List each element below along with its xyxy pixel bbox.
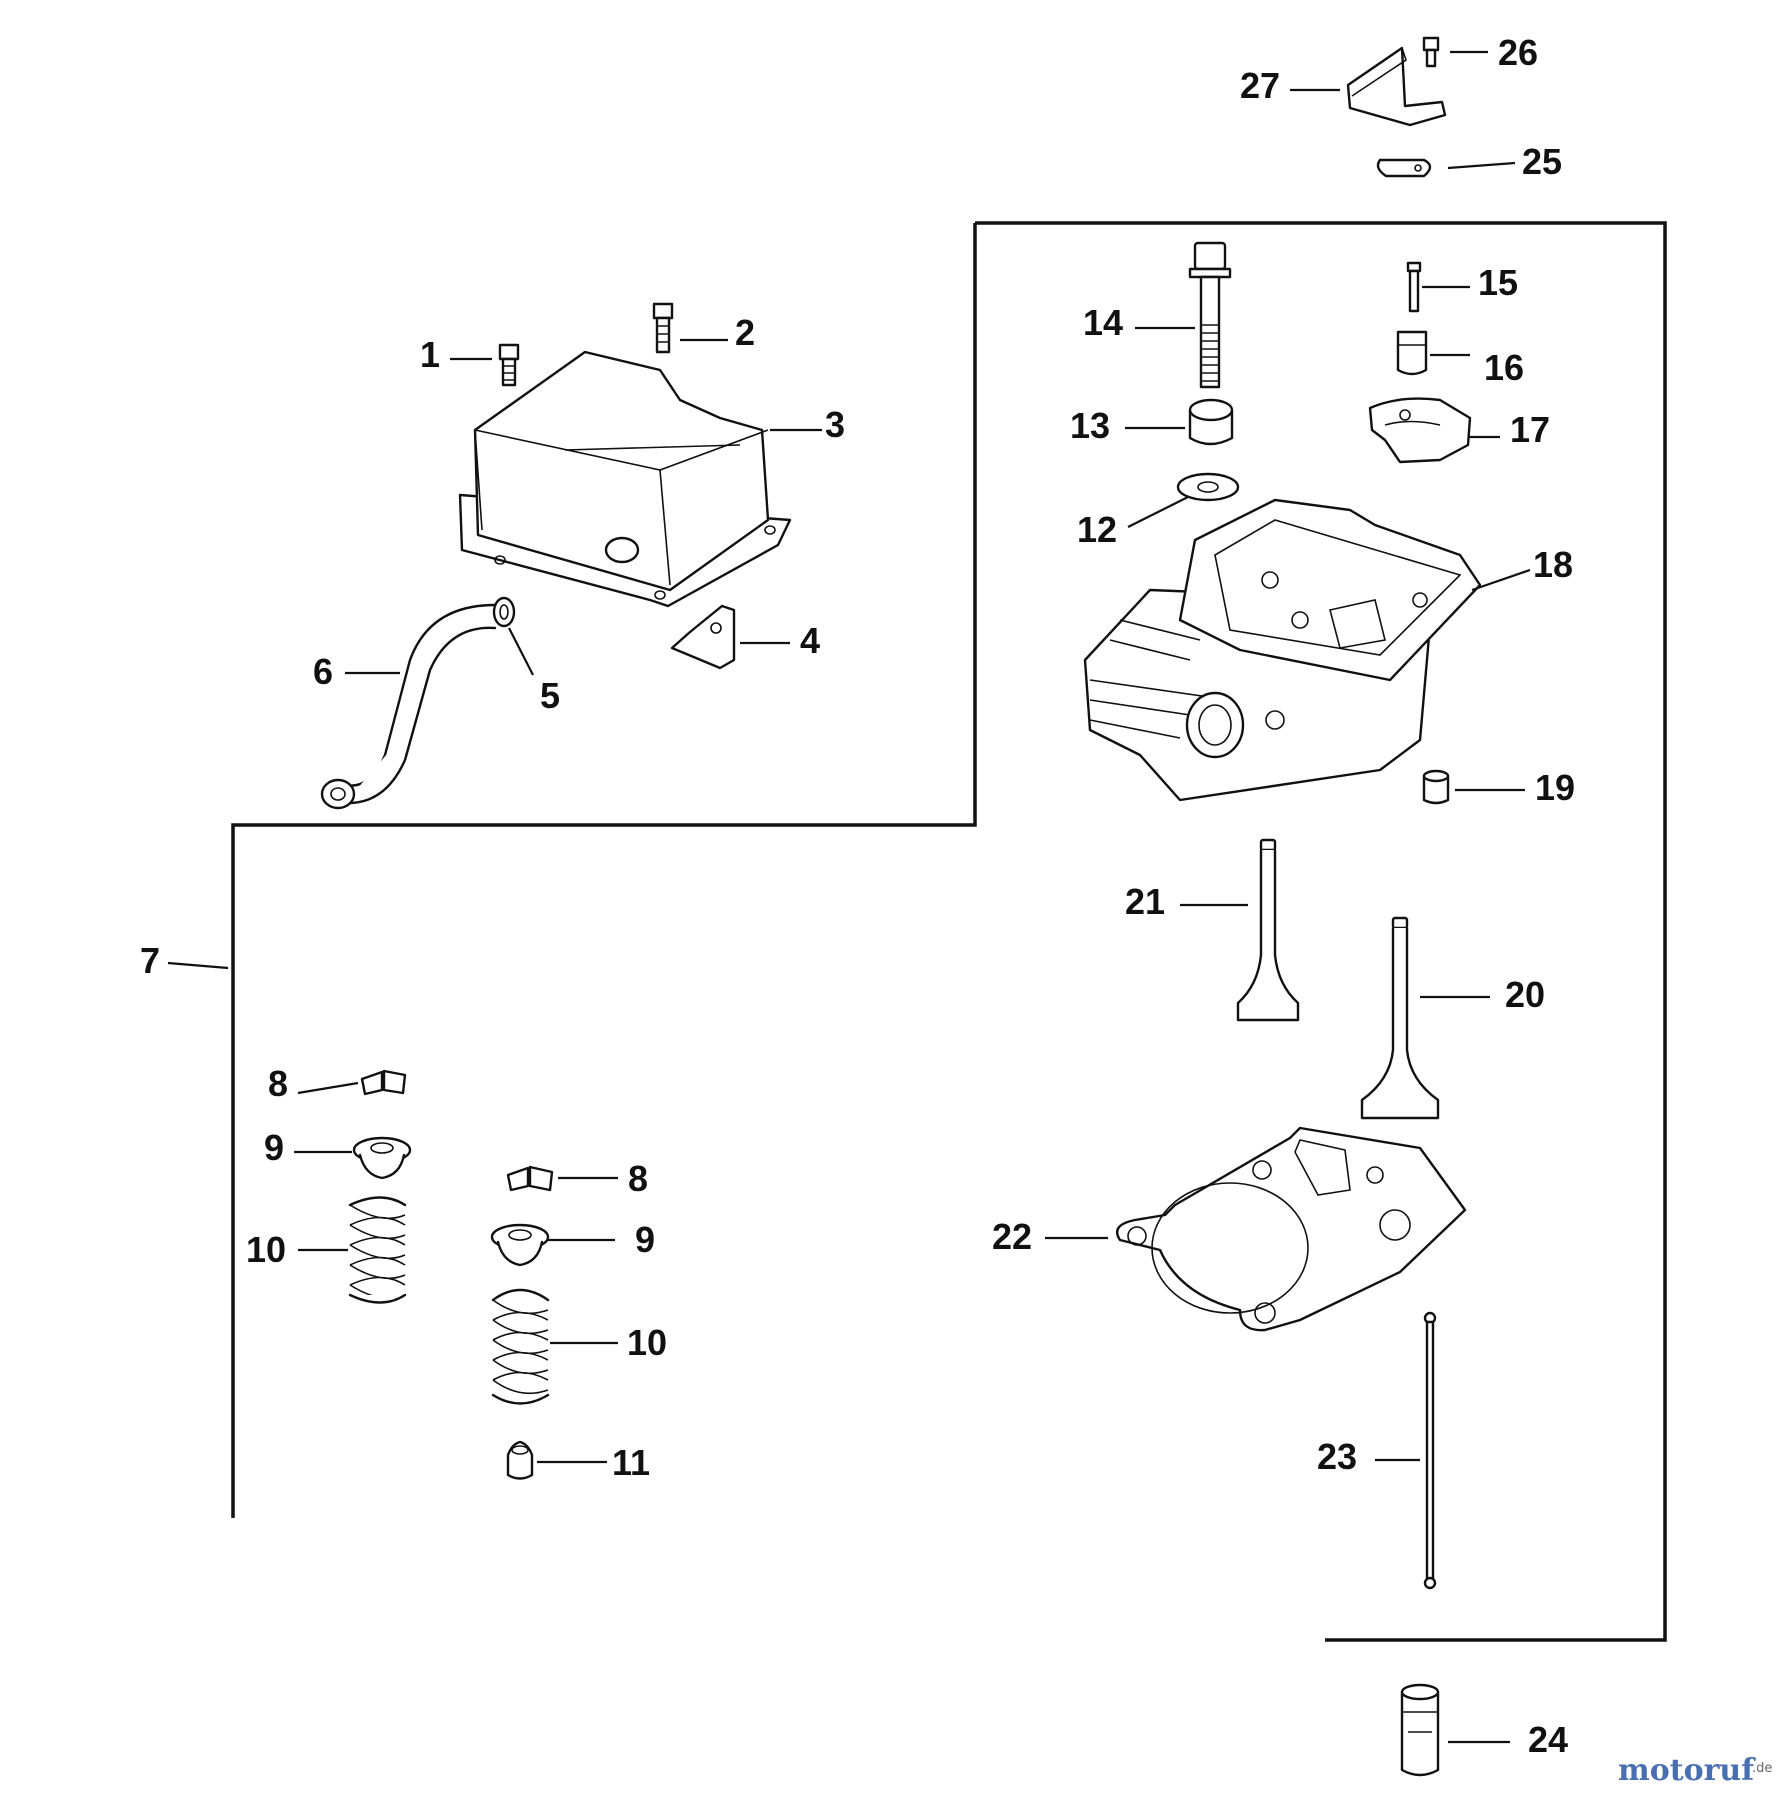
callout-1: 1 [420, 334, 440, 375]
part-26-screw [1422, 36, 1440, 68]
callout-9-left: 9 [264, 1127, 284, 1168]
part-17-rocker [1368, 397, 1472, 464]
callout-12: 12 [1077, 509, 1117, 550]
callout-11: 11 [612, 1442, 650, 1483]
watermark-brand: motoruf [1618, 1753, 1756, 1788]
part-8-keeper-left [360, 1069, 407, 1096]
part-14-head-bolt [1188, 241, 1232, 389]
callout-10-left: 10 [246, 1229, 286, 1270]
part-12-washer [1176, 472, 1240, 502]
part-18-cylinder-head [1083, 498, 1482, 802]
leader-lines [167, 50, 1531, 1744]
callout-10-right: 10 [627, 1322, 667, 1363]
callout-24: 24 [1528, 1719, 1568, 1760]
part-22-head-gasket [1115, 1126, 1467, 1332]
part-25-lock-tab [1376, 158, 1432, 178]
part-9-retainer-right [490, 1223, 550, 1267]
callout-22: 22 [992, 1216, 1032, 1257]
callout-14: 14 [1083, 302, 1123, 343]
callout-15: 15 [1478, 262, 1518, 303]
callout-17: 17 [1510, 409, 1550, 450]
part-4-bracket [670, 604, 736, 670]
callout-19: 19 [1535, 767, 1575, 808]
callout-8-left: 8 [268, 1063, 288, 1104]
callout-3: 3 [825, 404, 845, 445]
callout-26: 26 [1498, 32, 1538, 73]
callout-7: 7 [140, 940, 160, 981]
callout-21: 21 [1125, 881, 1165, 922]
callout-18: 18 [1533, 544, 1573, 585]
part-11-valve-seal [506, 1440, 534, 1480]
watermark-suffix: .de [1752, 1761, 1772, 1776]
part-24-tappet [1400, 1683, 1440, 1777]
part-21-intake-valve [1236, 838, 1300, 1022]
part-10-spring-left [348, 1196, 407, 1304]
part-9-retainer-left [352, 1136, 412, 1180]
callout-9-right: 9 [635, 1219, 655, 1260]
callout-8-right: 8 [628, 1158, 648, 1199]
part-2-bolt [652, 302, 674, 354]
callout-20: 20 [1505, 974, 1545, 1015]
callout-25: 25 [1522, 141, 1562, 182]
callout-4: 4 [800, 620, 820, 661]
part-6-breather-hose [320, 603, 497, 810]
callout-23: 23 [1317, 1436, 1357, 1477]
part-1-bolt [498, 343, 520, 387]
callout-16: 16 [1484, 347, 1524, 388]
part-23-push-rod [1423, 1311, 1437, 1590]
callout-13: 13 [1070, 405, 1110, 446]
callout-6: 6 [313, 651, 333, 692]
assembly-frame [231, 221, 1667, 1642]
part-5-clamp [492, 596, 516, 628]
part-10-spring-right [491, 1288, 550, 1405]
part-3-valve-cover [458, 350, 792, 608]
part-19-plug [1422, 769, 1450, 805]
part-13-spacer [1188, 398, 1234, 446]
callout-5: 5 [540, 675, 560, 716]
part-15-pin [1406, 261, 1422, 313]
watermark-logo: motoruf .de [1618, 1753, 1772, 1788]
part-8-keeper-right [506, 1165, 554, 1192]
callout-27: 27 [1240, 65, 1280, 106]
callout-2: 2 [735, 312, 755, 353]
part-16-nut [1396, 330, 1428, 376]
callout-labels: 27 26 25 1 2 3 4 5 6 7 8 9 10 8 9 10 11 … [140, 32, 1575, 1760]
part-27-bracket [1346, 46, 1447, 127]
part-20-exhaust-valve [1360, 916, 1440, 1120]
